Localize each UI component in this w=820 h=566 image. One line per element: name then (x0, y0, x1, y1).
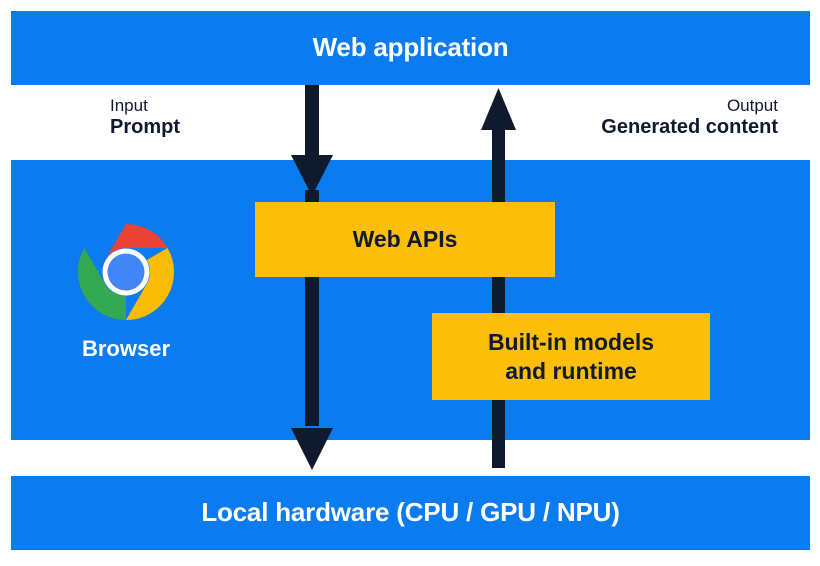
output-kind-label: Output (726, 96, 778, 115)
web-application-band: Web application (11, 11, 810, 85)
input-kind-label: Input (110, 96, 148, 115)
input-caption: Input Prompt (110, 96, 180, 139)
local-hardware-band: Local hardware (CPU / GPU / NPU) (11, 476, 810, 550)
web-apis-label: Web APIs (352, 226, 458, 253)
chrome-logo-icon (77, 223, 175, 320)
output-value-label: Generated content (601, 116, 778, 139)
output-caption: Output Generated content (601, 96, 778, 139)
builtin-models-label: Built-in models and runtime (488, 328, 654, 386)
builtin-models-line-2: and runtime (505, 357, 637, 384)
browser-group: Browser (60, 222, 192, 362)
builtin-models-box: Built-in models and runtime (432, 313, 710, 400)
local-hardware-label: Local hardware (CPU / GPU / NPU) (201, 497, 620, 527)
browser-label: Browser (81, 336, 171, 361)
input-value-label: Prompt (110, 116, 180, 139)
builtin-models-line-1: Built-in models (487, 328, 655, 355)
web-apis-box: Web APIs (255, 202, 555, 277)
web-application-label: Web application (312, 32, 509, 62)
